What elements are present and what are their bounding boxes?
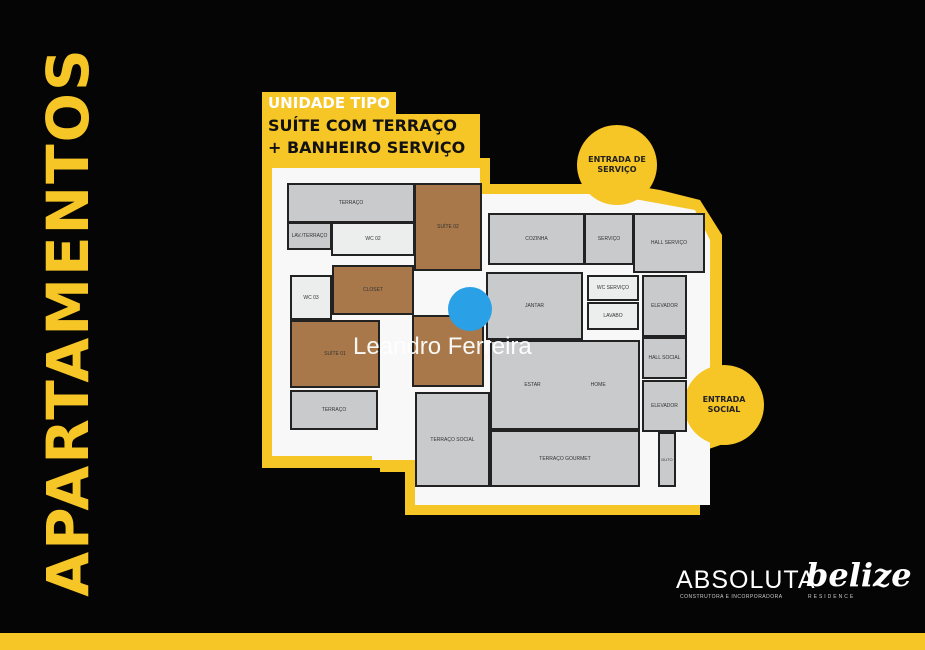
room-suite-bath — [412, 315, 484, 387]
room-wc03: WC 03 — [290, 275, 332, 320]
room-wc-servico: WC SERVIÇO — [587, 275, 639, 301]
room-elevador-2: ELEVADOR — [642, 380, 687, 432]
service-entrance-badge: ENTRADA DE SERVIÇO — [577, 125, 657, 205]
room-suite01: SUÍTE 01 — [290, 320, 380, 388]
room-lavabo: LAVABO — [587, 302, 639, 330]
header-line1: UNIDADE TIPO — [262, 92, 396, 114]
room-terraco: TERRAÇO — [287, 183, 415, 223]
header-line3: + BANHEIRO SERVIÇO — [262, 136, 480, 159]
header-line2: SUÍTE COM TERRAÇO — [262, 114, 480, 137]
room-suite02: SUÍTE 02 — [414, 183, 482, 271]
room-hall-social: HALL SOCIAL — [642, 337, 687, 379]
service-entrance-label: ENTRADA DE SERVIÇO — [588, 155, 646, 174]
room-closet: CLOSET — [332, 265, 414, 315]
room-hall-servico: HALL SERVIÇO — [633, 213, 705, 273]
absoluta-subtitle: CONSTRUTORA E INCORPORADORA — [680, 594, 783, 600]
label-home: HOME — [590, 382, 606, 388]
absoluta-logo: ABSOLUTA — [676, 566, 816, 594]
room-cozinha: COZINHA — [488, 213, 585, 265]
belize-subtitle: RESIDENCE — [808, 594, 856, 600]
room-wc02: WC 02 — [331, 222, 415, 256]
room-terraco-social: TERRAÇO SOCIAL — [415, 392, 490, 487]
room-servico: SERVIÇO — [584, 213, 634, 265]
watermark-house-icon — [448, 287, 492, 331]
social-entrance-badge: ENTRADA SOCIAL — [684, 365, 764, 445]
room-terraco-suite: TERRAÇO — [290, 390, 378, 430]
room-lav-terraco: LAV./TERRAÇO — [287, 222, 332, 250]
bottom-accent-bar — [0, 633, 925, 650]
watermark: Leandro Ferreira — [353, 333, 532, 360]
belize-logo: belize — [806, 556, 912, 594]
label-estar: ESTAR — [524, 382, 541, 388]
social-entrance-label: ENTRADA SOCIAL — [702, 395, 746, 414]
room-jantar: JANTAR — [486, 272, 583, 340]
room-elevador-1: ELEVADOR — [642, 275, 687, 337]
room-terraco-gourmet: TERRAÇO GOURMET — [490, 430, 640, 487]
room-duto: DUTO — [658, 432, 676, 487]
room-estar-home: ESTAR HOME — [490, 340, 640, 430]
